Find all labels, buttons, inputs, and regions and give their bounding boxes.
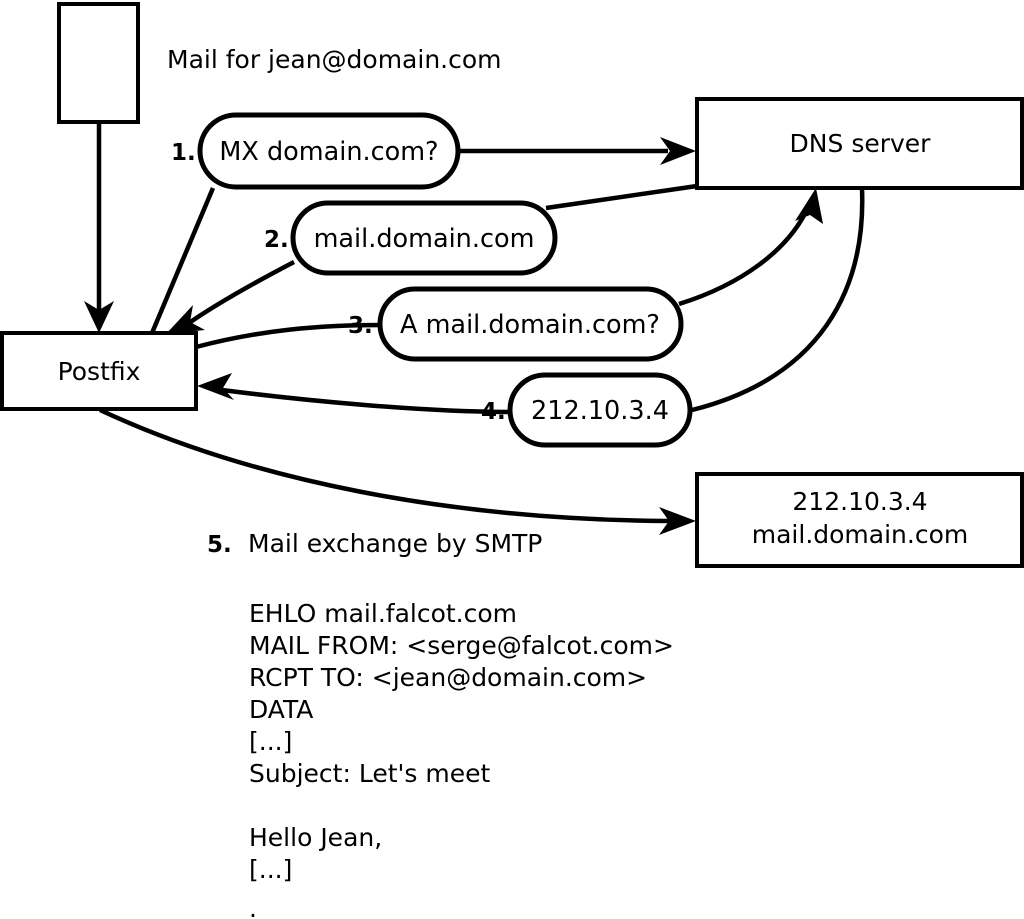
step-bubble-2-label: mail.domain.com <box>314 224 535 254</box>
node-dns-label: DNS server <box>790 129 932 158</box>
step-number-1: 1. <box>171 140 196 166</box>
transcript-line-1: MAIL FROM: <serge@falcot.com> <box>249 631 674 660</box>
arrowhead-step3-to-dns <box>795 188 823 224</box>
step-number-4: 4. <box>481 399 506 425</box>
incoming-mail-caption: Mail for jean@domain.com <box>167 45 502 74</box>
transcript-line-3: DATA <box>249 695 313 724</box>
transcript-line-8: [...] <box>249 855 292 884</box>
transcript-line-10: . <box>249 894 257 919</box>
arrowhead-step4-to-postfix <box>197 373 234 400</box>
node-postfix-box <box>0 331 198 411</box>
edge-postfix-to-step3 <box>195 322 383 350</box>
edge-step4-to-postfix <box>221 387 514 415</box>
step-number-5: 5. <box>207 532 232 558</box>
step-5-label: Mail exchange by SMTP <box>248 529 542 558</box>
step-bubble-4-label: 212.10.3.4 <box>531 396 669 426</box>
transcript-line-4: [...] <box>249 727 292 756</box>
transcript-line-2: RCPT TO: <jean@domain.com> <box>249 663 647 692</box>
step-number-3: 3. <box>348 313 373 339</box>
transcript-line-7: Hello Jean, <box>249 823 382 852</box>
arrowhead-postfix-to-destination <box>659 507 696 535</box>
node-source-box <box>57 2 140 124</box>
arrowhead-source-to-postfix <box>84 301 114 333</box>
node-destination-box <box>695 472 1024 568</box>
transcript-line-0: EHLO mail.falcot.com <box>249 599 517 628</box>
edge-dns-to-step4 <box>691 188 865 413</box>
step-bubble-3-label: A mail.domain.com? <box>400 310 660 340</box>
node-dns-box <box>695 97 1024 190</box>
edge-postfix-to-destination <box>99 407 671 524</box>
step-bubble-1 <box>197 112 461 190</box>
arrowhead-step2-to-postfix <box>166 305 205 334</box>
step-number-2: 2. <box>264 227 289 253</box>
edge-step2-to-postfix <box>187 260 296 325</box>
node-destination-host-label: mail.domain.com <box>752 520 968 549</box>
step-bubble-1-label: MX domain.com? <box>219 137 438 167</box>
step-bubble-2 <box>290 200 558 276</box>
arrowhead-step1-to-dns <box>660 137 696 165</box>
step-bubble-3 <box>377 286 684 362</box>
edge-step3-to-dns <box>678 204 812 307</box>
transcript-line-5: Subject: Let's meet <box>249 759 490 788</box>
node-destination-ip-label: 212.10.3.4 <box>792 487 927 516</box>
node-postfix-label: Postfix <box>58 357 141 386</box>
edge-postfix-to-step1 <box>149 187 216 334</box>
step-bubble-4 <box>507 372 693 448</box>
edge-dns-to-step2 <box>545 183 698 211</box>
